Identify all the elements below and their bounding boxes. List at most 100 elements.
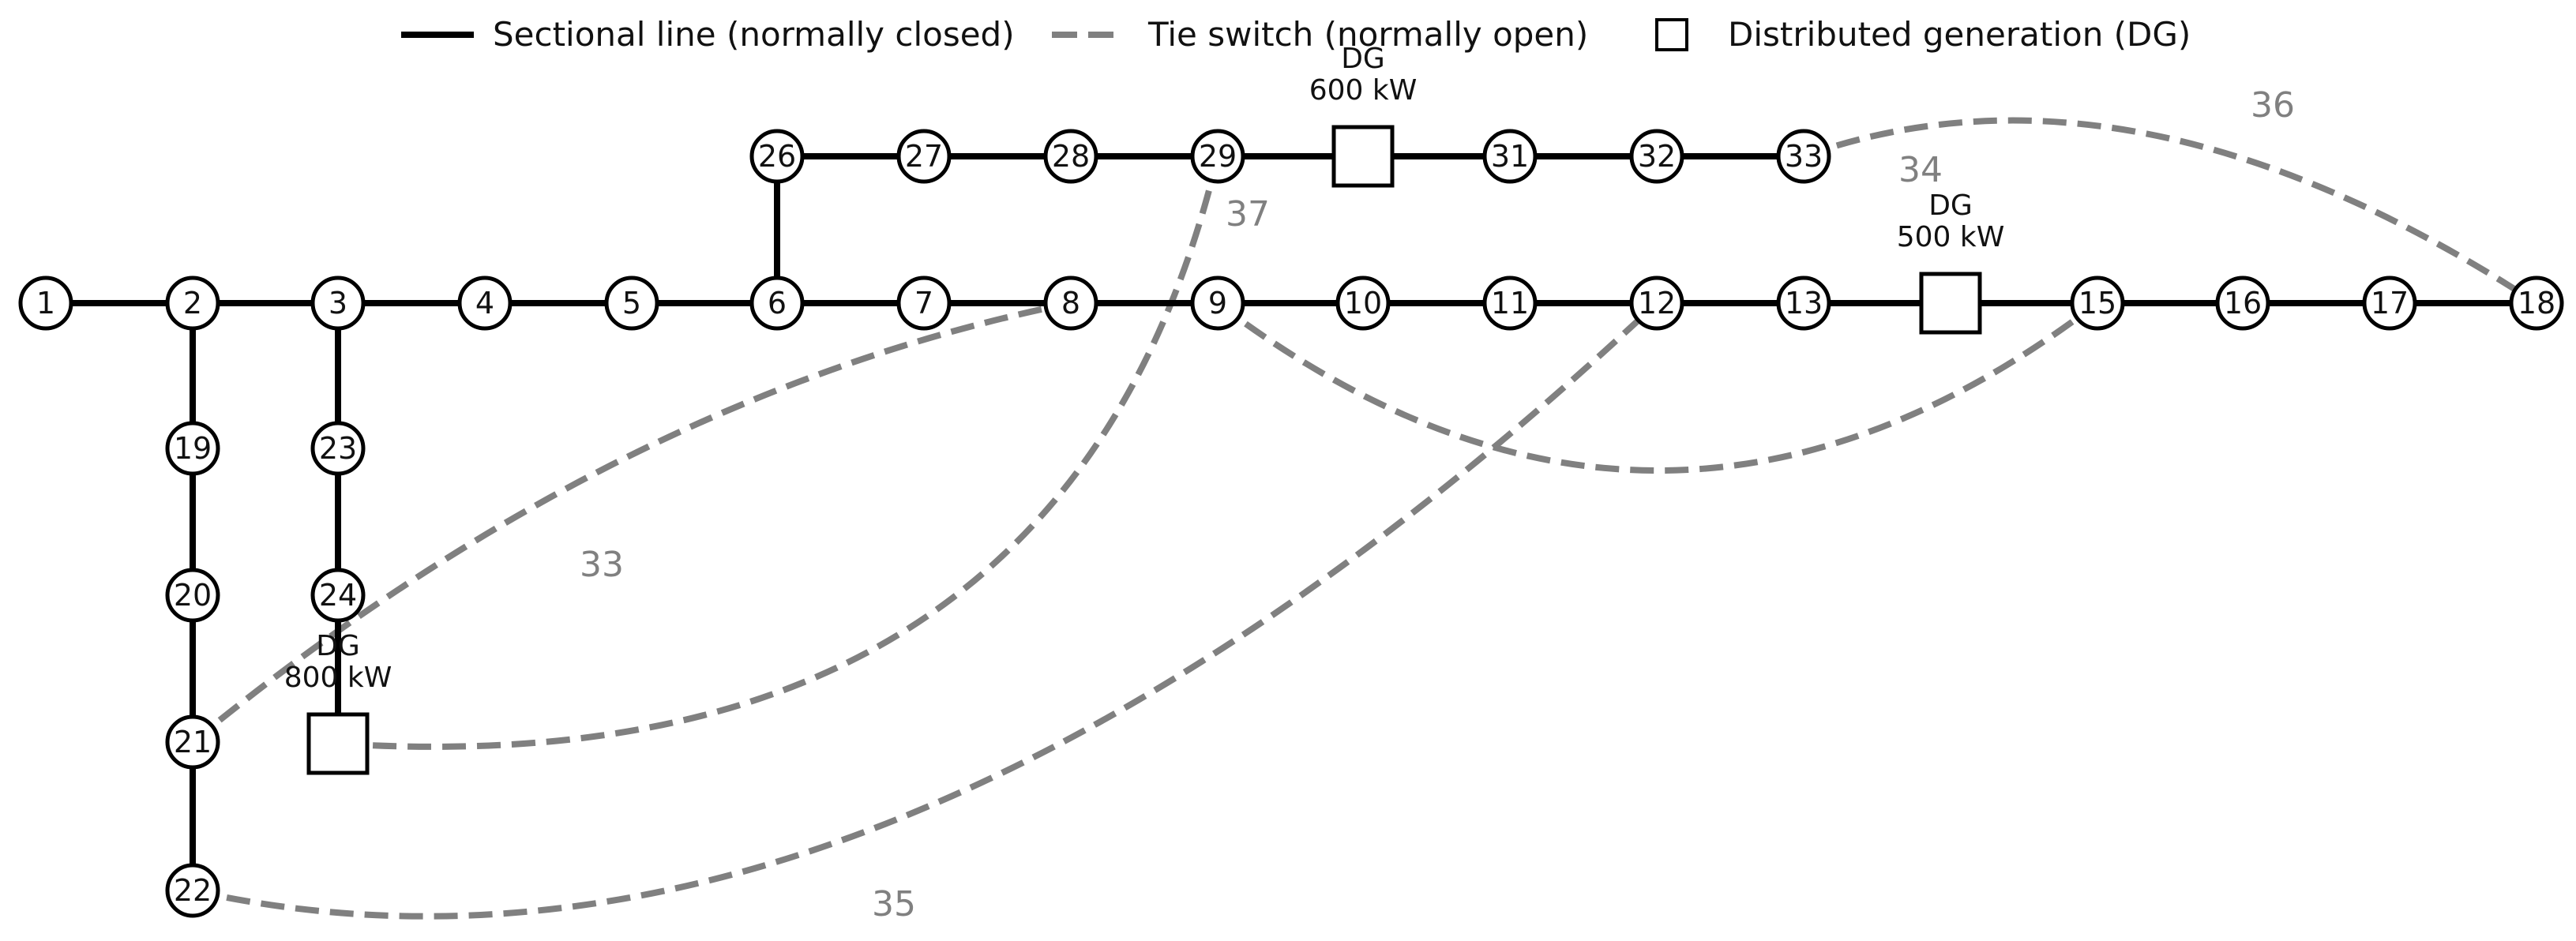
bus-node-label: 21 [174, 725, 212, 759]
bus-node-circle [1335, 276, 1391, 331]
tie-switch-33 [190, 300, 1072, 745]
bus-node-21: 21 [165, 714, 220, 770]
bus-node-12: 12 [1629, 276, 1684, 331]
bus-node-10: 10 [1335, 276, 1391, 331]
legend-sectional-label: Sectional line (normally closed) [493, 15, 1015, 54]
bus-node-label: 13 [1785, 286, 1823, 321]
bus-node-27: 27 [896, 129, 952, 184]
bus-node-circle [310, 276, 366, 331]
legend-dg-swatch [1655, 18, 1688, 51]
dg-square [306, 712, 370, 775]
bus-node-label: 24 [319, 578, 357, 613]
bus-node-label: 5 [622, 286, 641, 321]
bus-node-circle [310, 568, 366, 623]
bus-node-circle [1482, 129, 1538, 184]
bus-node-label: 33 [1785, 139, 1823, 174]
bus-node-31: 31 [1482, 129, 1538, 184]
bus-node-label: 32 [1638, 139, 1676, 174]
bus-node-circle [749, 129, 805, 184]
bus-node-circle [1043, 129, 1098, 184]
bus-node-label: 2 [183, 286, 202, 321]
dg-label-line1: DG [316, 630, 360, 662]
tie-switch-35 [192, 301, 1659, 920]
bus-node-circle [2509, 276, 2564, 331]
dg-label-line2: 600 kW [1309, 74, 1418, 107]
bus-node-circle [1629, 276, 1684, 331]
bus-node-circle [1776, 129, 1831, 184]
bus-node-5: 5 [604, 276, 659, 331]
bus-node-8: 8 [1043, 276, 1098, 331]
bus-node-label: 3 [329, 286, 347, 321]
bus-node-circle [310, 421, 366, 476]
legend: Sectional line (normally closed) Tie swi… [401, 15, 2191, 54]
tie-switch-label-34: 34 [1898, 150, 1943, 190]
bus-node-circle [1776, 276, 1831, 331]
bus-node-label: 22 [174, 873, 212, 908]
dg-label-line2: 800 kW [284, 662, 392, 694]
bus-node-28: 28 [1043, 129, 1098, 184]
bus-node-circle [2362, 276, 2417, 331]
bus-node-label: 16 [2224, 286, 2262, 321]
bus-node-circle [457, 276, 513, 331]
bus-node-circle [1190, 129, 1245, 184]
dg-label-line2: 500 kW [1897, 221, 2005, 253]
bus-node-circle [2070, 276, 2125, 331]
bus-node-label: 6 [768, 286, 787, 321]
tie-switch-36 [1802, 117, 2539, 306]
bus-node-13: 13 [1776, 276, 1831, 331]
bus-node-circle [165, 421, 220, 476]
tie-label-layer: 33 34 35 36 37 [580, 85, 2295, 924]
bus-node-11: 11 [1482, 276, 1538, 331]
dg-label-line1: DG [1341, 43, 1385, 75]
bus-node-18: 18 [2509, 276, 2564, 331]
bus-node-label: 4 [475, 286, 494, 321]
bus-node-circle [749, 276, 805, 331]
bus-node-circle [18, 276, 73, 331]
sectional-line-layer [46, 153, 2537, 890]
bus-node-circle [165, 714, 220, 770]
dg-square [1919, 272, 1982, 335]
bus-node-circle [1629, 129, 1684, 184]
bus-node-label: 19 [174, 431, 212, 466]
tie-switch-label-37: 37 [1226, 194, 1270, 234]
bus-node-circle [1043, 276, 1098, 331]
bus-node-label: 11 [1491, 286, 1529, 321]
bus-node-16: 16 [2215, 276, 2270, 331]
bus-node-circle [604, 276, 659, 331]
legend-dg-label: Distributed generation (DG) [1728, 15, 2191, 54]
bus-node-circle [896, 276, 952, 331]
bus-node-label: 9 [1208, 286, 1227, 321]
bus-node-circle [165, 276, 220, 331]
bus-node-19: 19 [165, 421, 220, 476]
bus-node-circle [1482, 276, 1538, 331]
bus-node-label: 15 [2078, 286, 2116, 321]
bus-node-label: 17 [2371, 286, 2409, 321]
tie-switch-label-36: 36 [2251, 85, 2295, 126]
dg-square [1331, 125, 1395, 188]
tie-switch-label-33: 33 [580, 545, 624, 585]
bus-node-33: 33 [1776, 129, 1831, 184]
bus-node-circle [896, 129, 952, 184]
bus-node-20: 20 [165, 568, 220, 623]
bus-node-label: 28 [1052, 139, 1090, 174]
bus-node-label: 29 [1199, 139, 1237, 174]
tie-switch-34 [1215, 300, 2100, 474]
tie-switch-37 [337, 156, 1221, 750]
bus-node-label: 20 [174, 578, 212, 613]
bus-node-label: 7 [914, 286, 933, 321]
bus-node-label: 12 [1638, 286, 1676, 321]
bus-node-label: 8 [1061, 286, 1080, 321]
bus-node-23: 23 [310, 421, 366, 476]
bus-node-circle [165, 568, 220, 623]
bus-node-circle [1190, 276, 1245, 331]
bus-node-4: 4 [457, 276, 513, 331]
tie-switch-label-35: 35 [872, 884, 916, 924]
legend-tie-label: Tie switch (normally open) [1147, 15, 1588, 54]
bus-node-label: 18 [2518, 286, 2555, 321]
bus-node-29: 29 [1190, 129, 1245, 184]
